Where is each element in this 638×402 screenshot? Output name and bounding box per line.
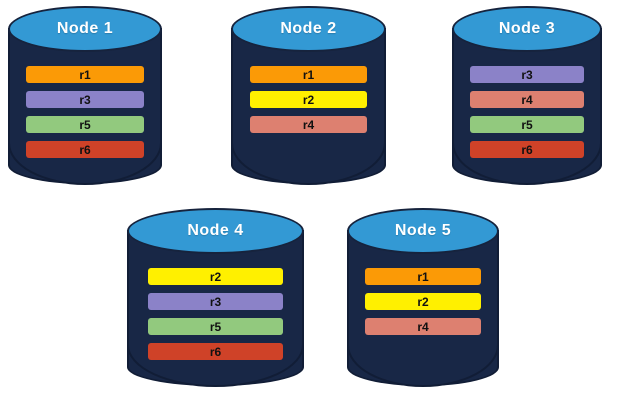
replica-label: r2 xyxy=(209,269,222,284)
replica-bar-r3[interactable]: r3 xyxy=(26,91,144,108)
replica-bar-r6[interactable]: r6 xyxy=(148,343,283,360)
replica-label: r6 xyxy=(209,344,222,359)
replica-bar-r1[interactable]: r1 xyxy=(249,66,368,83)
replica-bar-r2[interactable]: r2 xyxy=(365,293,481,310)
replica-bar-r2[interactable]: r2 xyxy=(148,268,283,285)
replica-label: r1 xyxy=(302,67,315,82)
cylinder-top-ellipse: Node 4 xyxy=(127,208,304,254)
replica-label: r5 xyxy=(79,117,91,132)
node-label: Node 5 xyxy=(394,222,452,239)
cylinder-top-ellipse: Node 1 xyxy=(8,6,162,52)
replica-bar-r4[interactable]: r4 xyxy=(470,91,584,108)
node-label: Node 3 xyxy=(498,20,556,37)
replica-label: r3 xyxy=(521,67,533,82)
node-cylinder-node-2[interactable]: Node 2 r1 r2 r4 xyxy=(231,6,386,185)
replica-bar-r5[interactable]: r5 xyxy=(26,116,144,133)
replica-bar-r2[interactable]: r2 xyxy=(249,91,368,108)
node-label: Node 4 xyxy=(187,222,244,239)
replica-bar-r3[interactable]: r3 xyxy=(148,293,283,310)
replica-label: r3 xyxy=(209,294,222,309)
replica-list: r1 r3 r5 r6 xyxy=(8,66,162,158)
replica-bar-r5[interactable]: r5 xyxy=(470,116,584,133)
replica-label: r3 xyxy=(79,92,91,107)
cylinder-top-ellipse: Node 5 xyxy=(347,208,499,254)
replica-label: r4 xyxy=(521,92,533,107)
cylinder-top-ellipse: Node 2 xyxy=(231,6,386,52)
replica-list: r2 r3 r5 r6 xyxy=(127,268,304,360)
replica-list: r1 r2 r4 xyxy=(231,66,386,133)
node-cylinder-node-4[interactable]: Node 4 r2 r3 r5 r6 xyxy=(127,208,304,387)
replica-bar-r4[interactable]: r4 xyxy=(249,116,368,133)
node-cylinder-node-3[interactable]: Node 3 r3 r4 r5 r6 xyxy=(452,6,602,185)
node-cylinder-node-1[interactable]: Node 1 r1 r3 r5 r6 xyxy=(8,6,162,185)
replica-label: r2 xyxy=(302,92,315,107)
replica-bar-r5[interactable]: r5 xyxy=(148,318,283,335)
replica-bar-r1[interactable]: r1 xyxy=(26,66,144,83)
replica-bar-r4[interactable]: r4 xyxy=(365,318,481,335)
node-label: Node 1 xyxy=(56,20,114,37)
replica-list: r1 r2 r4 xyxy=(347,268,499,335)
replica-bar-r1[interactable]: r1 xyxy=(365,268,481,285)
replica-list: r3 r4 r5 r6 xyxy=(452,66,602,158)
replica-label: r2 xyxy=(417,294,429,309)
replica-label: r5 xyxy=(521,117,533,132)
node-cylinder-node-5[interactable]: Node 5 r1 r2 r4 xyxy=(347,208,499,387)
cylinder-top-ellipse: Node 3 xyxy=(452,6,602,52)
replica-bar-r3[interactable]: r3 xyxy=(470,66,584,83)
replica-label: r6 xyxy=(79,142,91,157)
replica-bar-r6[interactable]: r6 xyxy=(26,141,144,158)
replica-label: r4 xyxy=(417,319,429,334)
replica-label: r1 xyxy=(79,67,91,82)
replica-label: r1 xyxy=(417,269,429,284)
replica-label: r4 xyxy=(302,117,315,132)
replica-label: r5 xyxy=(209,319,222,334)
replica-bar-r6[interactable]: r6 xyxy=(470,141,584,158)
replica-label: r6 xyxy=(521,142,533,157)
node-label: Node 2 xyxy=(280,20,337,37)
